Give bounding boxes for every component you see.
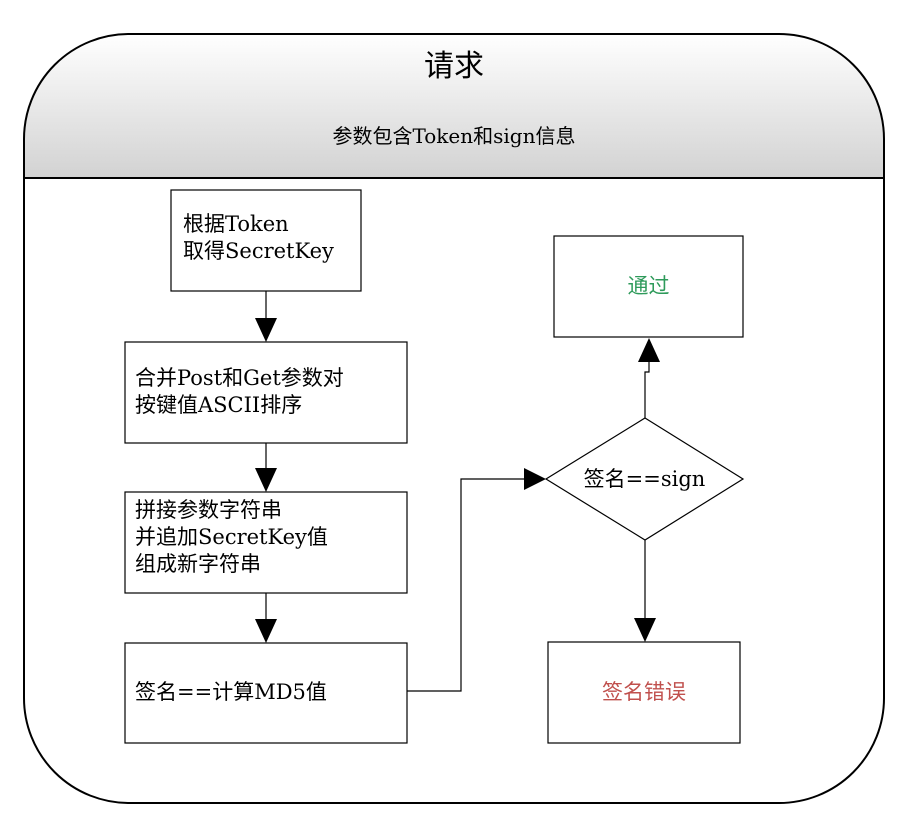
box-pass bbox=[553, 235, 744, 338]
get-secret-line-2: 取得SecretKey bbox=[183, 239, 334, 263]
header-band bbox=[24, 34, 884, 178]
decision-text: 签名==sign bbox=[583, 467, 706, 491]
box-get-secret bbox=[170, 189, 362, 292]
arrowhead-1 bbox=[255, 318, 277, 342]
arrowhead-error bbox=[634, 618, 656, 642]
arrowhead-4 bbox=[524, 468, 546, 490]
box-concat bbox=[124, 491, 408, 594]
get-secret-line-1: 根据Token bbox=[183, 212, 289, 236]
connector-4 bbox=[407, 478, 524, 692]
connector-pass bbox=[644, 362, 650, 418]
concat-text: 拼接参数字符串 并追加SecretKey值 组成新字符串 bbox=[135, 497, 328, 578]
pass-text: 通过 bbox=[627, 274, 670, 298]
get-secret-text: 根据Token 取得SecretKey bbox=[183, 211, 334, 265]
arrowhead-2 bbox=[255, 468, 277, 492]
arrowhead-3 bbox=[255, 619, 277, 643]
concat-line-3: 组成新字符串 bbox=[135, 552, 261, 576]
merge-sort-text: 合并Post和Get参数对 按键值ASCII排序 bbox=[135, 365, 344, 419]
error-text: 签名错误 bbox=[602, 680, 686, 704]
page-subtitle: 参数包含Token和sign信息 bbox=[332, 124, 576, 148]
arrowhead-pass bbox=[638, 338, 660, 362]
concat-line-2: 并追加SecretKey值 bbox=[135, 525, 328, 549]
page-title: 请求 bbox=[424, 49, 484, 84]
box-md5 bbox=[124, 642, 408, 744]
md5-text: 签名==计算MD5值 bbox=[135, 680, 327, 704]
box-error bbox=[547, 641, 741, 744]
merge-sort-line-1: 合并Post和Get参数对 bbox=[135, 366, 344, 390]
concat-line-1: 拼接参数字符串 bbox=[135, 498, 282, 522]
outer-container bbox=[23, 33, 885, 804]
merge-sort-line-2: 按键值ASCII排序 bbox=[135, 393, 303, 417]
